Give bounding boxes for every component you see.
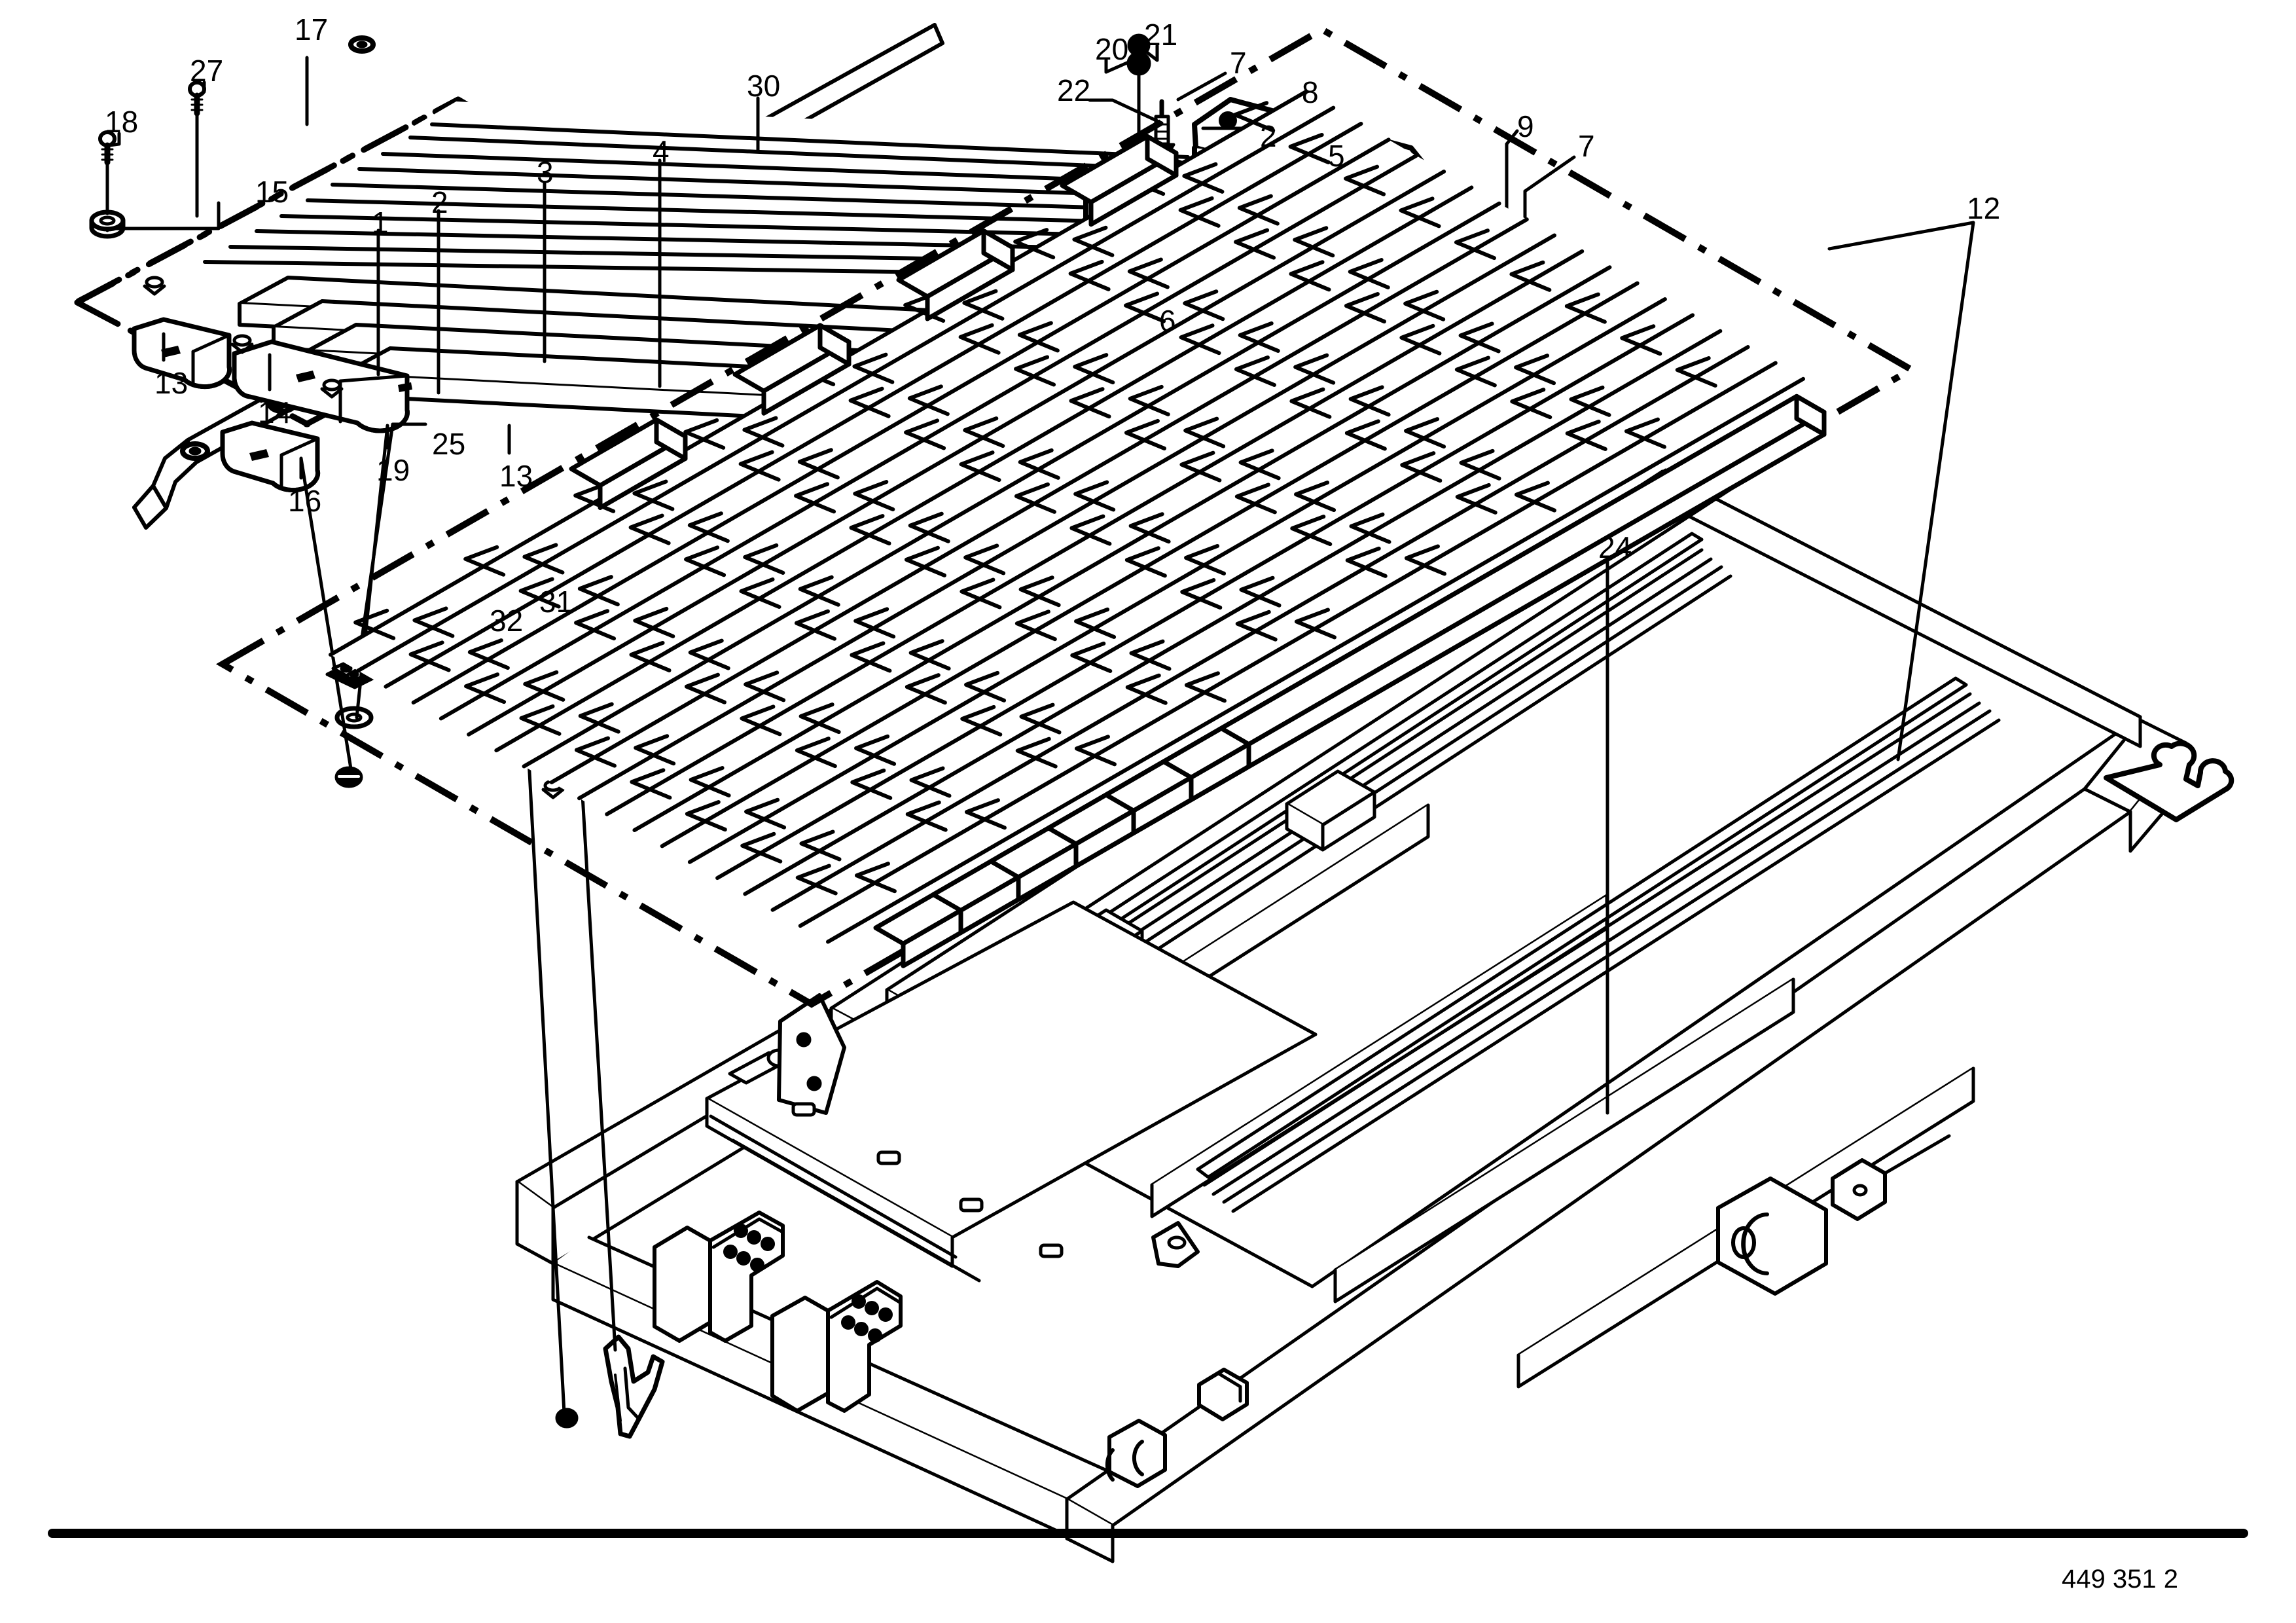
callout-16[interactable]: 16	[288, 484, 322, 518]
callout-24[interactable]: 24	[1598, 530, 1632, 564]
callout-31[interactable]: 31	[539, 585, 573, 619]
callout-13-a[interactable]: 13	[154, 366, 188, 400]
callout-8[interactable]: 8	[1302, 75, 1319, 109]
callout-27[interactable]: 27	[190, 54, 224, 88]
part-13-end-cap-a	[132, 317, 232, 390]
callout-9[interactable]: 9	[1517, 109, 1534, 143]
callout-15[interactable]: 15	[255, 175, 289, 209]
callout-2-right[interactable]: 2	[1260, 119, 1277, 153]
callout-7-upper[interactable]: 7	[1230, 46, 1247, 80]
part-31-scraper	[603, 1334, 665, 1439]
callout-30[interactable]: 30	[747, 69, 781, 103]
callout-4[interactable]: 4	[653, 134, 670, 168]
callout-32[interactable]: 32	[490, 604, 524, 638]
part-15-washer	[89, 210, 126, 239]
callout-19[interactable]: 19	[376, 453, 410, 487]
part-14-cover	[232, 339, 412, 433]
callout-1[interactable]: 1	[372, 206, 389, 240]
part-32-rivet	[555, 1408, 579, 1429]
part-19-washer	[334, 706, 374, 729]
callout-3[interactable]: 3	[537, 155, 554, 189]
frame-support-brackets	[653, 1211, 903, 1413]
callout-2-left[interactable]: 2	[431, 185, 448, 219]
callout-14[interactable]: 14	[258, 395, 292, 429]
callout-6[interactable]: 6	[1159, 304, 1176, 338]
callout-20[interactable]: 20	[1095, 32, 1129, 66]
part-13-end-cap-b	[220, 420, 321, 493]
callout-25[interactable]: 25	[432, 427, 466, 461]
callout-18[interactable]: 18	[105, 105, 139, 139]
part-18-screw	[98, 130, 117, 166]
part-16-nut	[334, 766, 363, 788]
callout-21[interactable]: 21	[1144, 18, 1178, 52]
callout-22[interactable]: 22	[1057, 73, 1091, 107]
callout-17[interactable]: 17	[295, 12, 329, 46]
callout-5[interactable]: 5	[1328, 139, 1345, 173]
callout-13-b[interactable]: 13	[499, 459, 533, 493]
callout-7-lower[interactable]: 7	[1578, 129, 1595, 163]
callout-12[interactable]: 12	[1967, 191, 2001, 225]
